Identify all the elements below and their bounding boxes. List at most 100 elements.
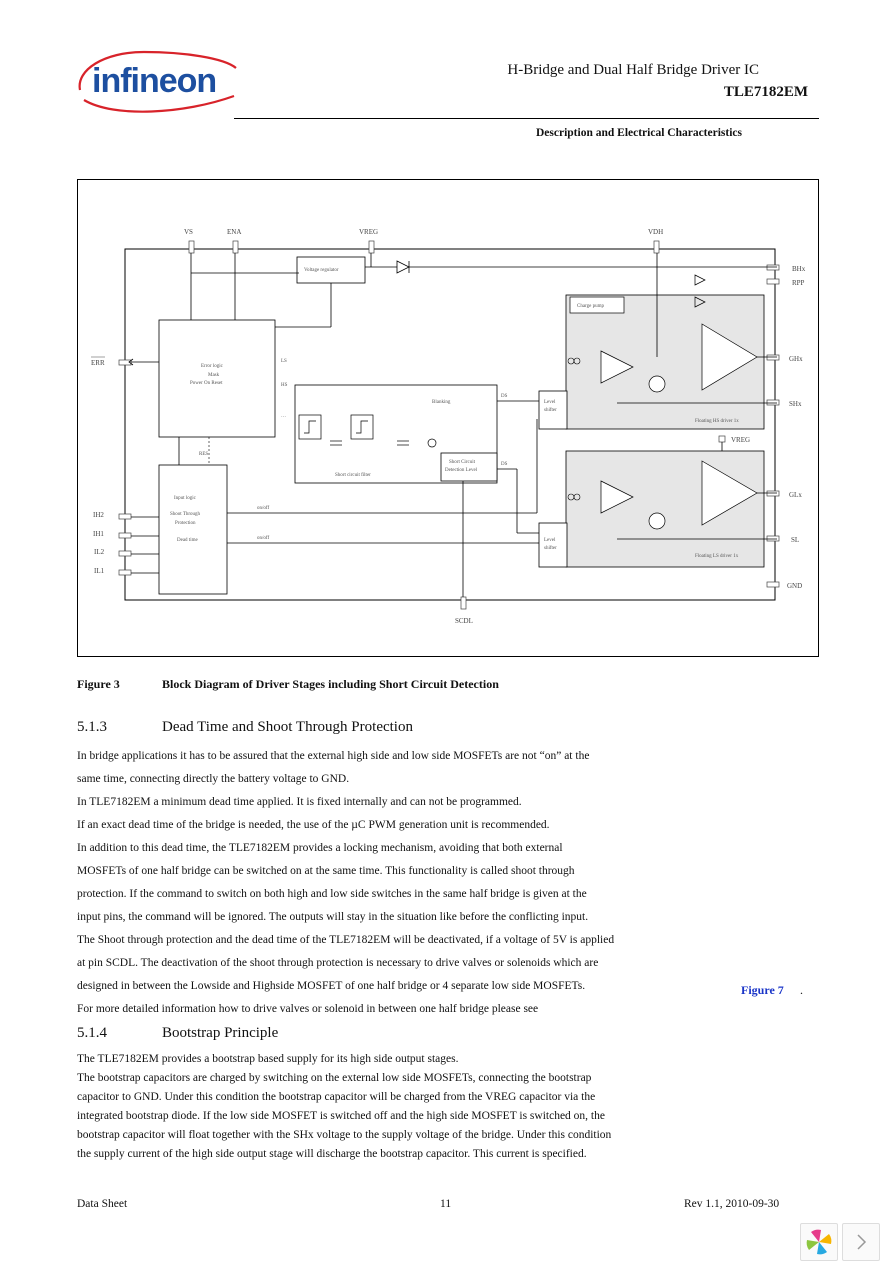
svg-text:…: …: [281, 414, 286, 419]
voltage-regulator-block: Voltage regulator: [296, 256, 366, 284]
charge-pump-block: [569, 296, 625, 314]
figure-number: Figure 3: [77, 677, 120, 691]
pin-rpp: RPP: [766, 278, 805, 287]
section-title: Bootstrap Principle: [162, 1025, 279, 1041]
chevron-right-icon: [857, 1234, 867, 1250]
svg-text:DS: DS: [501, 394, 508, 399]
svg-text:SL: SL: [791, 536, 799, 544]
svg-text:Error logic: Error logic: [201, 364, 224, 369]
paragraph-line: In bridge applications it has to be assu…: [77, 750, 590, 762]
section-body: In bridge applications it has to be assu…: [77, 745, 677, 1021]
sc-detection-level-block: [440, 452, 498, 482]
paragraph-line: designed in between the Lowside and High…: [77, 980, 586, 992]
section-number: 5.1.3: [77, 719, 107, 735]
paragraph-line: If an exact dead time of the bridge is n…: [77, 819, 550, 831]
svg-text:Level: Level: [544, 538, 556, 543]
svg-text:Level: Level: [544, 400, 556, 405]
svg-text:RPP: RPP: [792, 279, 805, 287]
ic-outline: [124, 248, 776, 601]
svg-text:VDH: VDH: [648, 228, 663, 236]
pin-vreg-top: VREG: [359, 228, 378, 254]
svg-text:Blanking: Blanking: [432, 400, 451, 405]
svg-text:SHx: SHx: [789, 400, 802, 408]
pin-ih1: IH1: [93, 530, 132, 539]
paragraph-line: For more detailed information how to dri…: [77, 1003, 539, 1015]
pin-ih2: IH2: [93, 511, 132, 520]
svg-text:Shoot Through: Shoot Through: [170, 512, 201, 517]
error-logic-block: Error logic Mask Power On Reset: [158, 319, 276, 438]
bootstrap-diode: [396, 260, 410, 274]
pin-gnd: GND: [766, 581, 802, 590]
figure-title: Block Diagram of Driver Stages including…: [162, 677, 499, 691]
svg-text:on/off: on/off: [257, 536, 269, 541]
paragraph-line: In addition to this dead time, the TLE71…: [77, 842, 563, 854]
svg-text:IL1: IL1: [94, 567, 105, 575]
paragraph-line: The TLE7182EM provides a bootstrap based…: [77, 1053, 459, 1065]
pin-err: ERR: [91, 356, 132, 367]
next-page-button[interactable]: [842, 1223, 880, 1261]
footer-page-number: 11: [440, 1198, 452, 1210]
sentence-period: .: [800, 983, 803, 997]
footer-revision: Rev 1.1, 2010-09-30: [684, 1198, 780, 1210]
svg-text:SCDL: SCDL: [455, 617, 473, 625]
floating-hs-driver-block: Floating HS driver 1x: [565, 294, 765, 430]
svg-text:DS: DS: [501, 462, 508, 467]
svg-text:Floating HS driver 1x: Floating HS driver 1x: [695, 419, 739, 424]
level-shifter-hs-block: [538, 390, 568, 430]
paragraph-line: The Shoot through protection and the dea…: [77, 934, 615, 946]
block-diagram: VS ENA VREG VDH ERR IH2 IH1 IL2 IL1 BHx …: [91, 228, 806, 625]
logo-wordmark: infineon: [92, 62, 216, 100]
svg-text:Mask: Mask: [208, 373, 220, 378]
svg-text:VS: VS: [184, 228, 193, 236]
pin-il1: IL1: [94, 567, 132, 576]
pin-shx: SHx: [766, 399, 802, 408]
colorful-pinwheel-icon: [806, 1229, 832, 1255]
paragraph-line: integrated bootstrap diode. If the low s…: [77, 1110, 605, 1122]
paragraph-line: same time, connecting directly the batte…: [77, 773, 350, 785]
viewer-logo-button[interactable]: [800, 1223, 838, 1261]
svg-text:GHx: GHx: [789, 355, 803, 363]
svg-text:Short Circuit: Short Circuit: [449, 460, 476, 465]
figure-7-link[interactable]: Figure 7: [741, 983, 784, 997]
svg-text:Input logic: Input logic: [174, 496, 197, 501]
level-shifter-ls-block: [538, 522, 568, 568]
svg-text:Power On Reset: Power On Reset: [190, 381, 223, 386]
paragraph-line: bootstrap capacitor will float together …: [77, 1129, 612, 1141]
paragraph-line: the supply current of the high side outp…: [77, 1148, 587, 1160]
pin-il2: IL2: [94, 548, 132, 557]
paragraph-line: In TLE7182EM a minimum dead time applied…: [77, 796, 522, 808]
section-title: Dead Time and Shoot Through Protection: [162, 719, 413, 735]
infineon-logo: infineon: [74, 48, 239, 118]
pin-vdh: VDH: [648, 228, 663, 254]
footer-doc-type: Data Sheet: [77, 1198, 128, 1210]
svg-text:HS: HS: [281, 383, 288, 388]
svg-text:IL2: IL2: [94, 548, 105, 556]
svg-text:LS: LS: [281, 359, 287, 364]
paragraph-line: at pin SCDL. The deactivation of the sho…: [77, 957, 599, 969]
svg-text:Dead time: Dead time: [177, 538, 198, 543]
paragraph-line: The bootstrap capacitors are charged by …: [77, 1072, 592, 1084]
section-number: 5.1.4: [77, 1025, 107, 1041]
svg-text:BHx: BHx: [792, 265, 806, 273]
floating-ls-driver-block: Floating LS driver 1x: [565, 450, 765, 568]
svg-text:IH1: IH1: [93, 530, 104, 538]
pin-ghx: GHx: [766, 354, 803, 363]
svg-text:GND: GND: [787, 582, 802, 590]
pin-sl: SL: [766, 535, 799, 544]
pin-vreg-right: VREG: [718, 435, 750, 444]
svg-text:VREG: VREG: [731, 436, 750, 444]
figure-frame: [77, 179, 819, 657]
svg-text:shifter: shifter: [544, 546, 557, 551]
part-number: TLE7182EM: [723, 84, 808, 100]
svg-text:GLx: GLx: [789, 491, 802, 499]
paragraph-line: capacitor to GND. Under this condition t…: [77, 1091, 596, 1103]
svg-text:on/off: on/off: [257, 506, 269, 511]
document-title: H-Bridge and Dual Half Bridge Driver IC: [507, 62, 759, 78]
paragraph-line: input pins, the command will be ignored.…: [77, 911, 589, 923]
svg-text:ERR: ERR: [91, 359, 105, 367]
pin-scdl: SCDL: [455, 596, 473, 625]
section-body: The TLE7182EM provides a bootstrap based…: [77, 1050, 677, 1164]
svg-text:VREG: VREG: [359, 228, 378, 236]
svg-text:Floating LS driver 1x: Floating LS driver 1x: [695, 554, 739, 559]
pin-bhx: BHx: [766, 264, 806, 273]
